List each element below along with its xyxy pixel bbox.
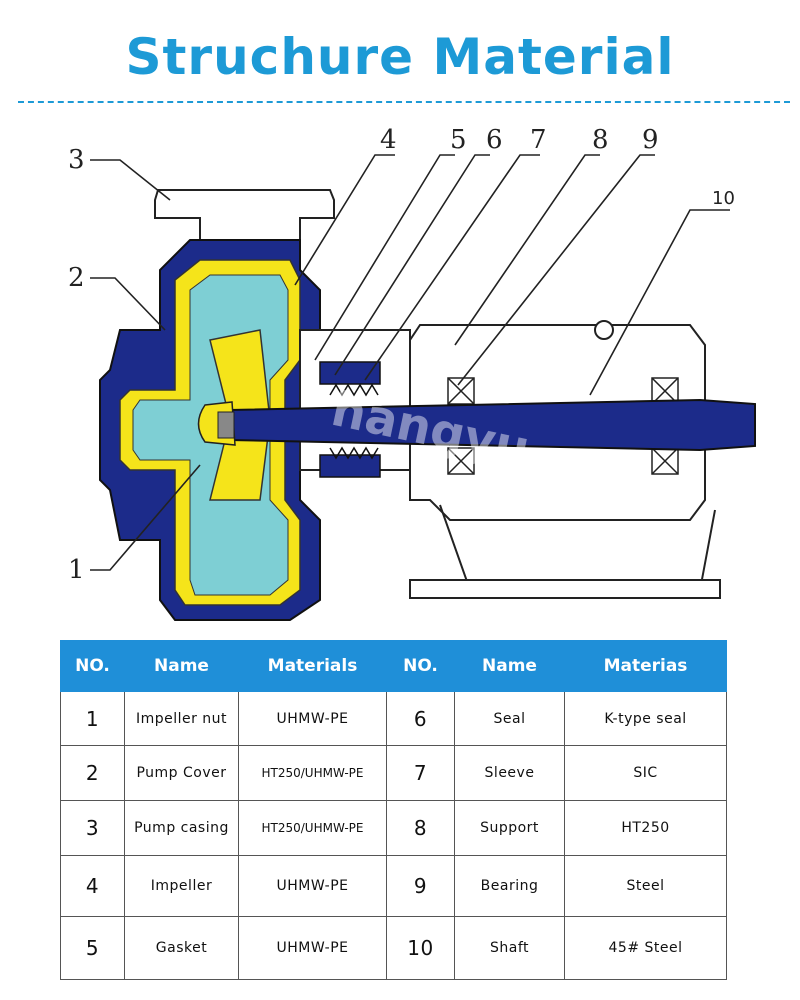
cell-name: Impeller [124, 855, 239, 917]
header-no: NO. [60, 640, 125, 692]
table-row: 2 Pump Cover HT250/UHMW-PE 7 Sleeve SIC [60, 745, 727, 801]
cell-no: 2 [60, 745, 125, 801]
callout-4: 4 [380, 125, 397, 155]
pump-structure-diagram: hangyu 1 2 3 4 5 6 7 8 9 10 [68, 125, 756, 621]
cell-material: 45# Steel [564, 916, 727, 980]
cell-name: Sleeve [454, 745, 565, 801]
header-no-2: NO. [386, 640, 455, 692]
header-materias: Materias [564, 640, 727, 692]
cell-no: 7 [386, 745, 455, 801]
cell-no: 8 [386, 800, 455, 856]
cell-name: Pump Cover [124, 745, 239, 801]
cell-no: 5 [60, 916, 125, 980]
cell-material: Steel [564, 855, 727, 917]
callout-5: 5 [450, 125, 467, 155]
callout-7: 7 [530, 125, 547, 155]
cell-name: Seal [454, 691, 565, 746]
cell-name: Bearing [454, 855, 565, 917]
callout-3: 3 [68, 145, 85, 175]
header-materials: Materials [238, 640, 387, 692]
cell-no: 4 [60, 855, 125, 917]
callout-2: 2 [68, 263, 85, 293]
bearing-left [447, 377, 475, 475]
cell-no: 10 [386, 916, 455, 980]
table-row: 4 Impeller UHMW-PE 9 Bearing Steel [60, 855, 727, 917]
title-divider [18, 101, 790, 103]
gasket [319, 361, 381, 385]
cell-name: Support [454, 800, 565, 856]
table-row: 3 Pump casing HT250/UHMW-PE 8 Support HT… [60, 800, 727, 856]
bearing-right [651, 377, 679, 475]
cell-material: HT250/UHMW-PE [238, 745, 387, 801]
callout-1: 1 [68, 555, 85, 585]
cell-no: 6 [386, 691, 455, 746]
cell-name: Pump casing [124, 800, 239, 856]
table-header-row: NO. Name Materials NO. Name Materias [60, 640, 727, 692]
cell-material: K-type seal [564, 691, 727, 746]
cell-no: 9 [386, 855, 455, 917]
cell-material: HT250 [564, 800, 727, 856]
materials-table: NO. Name Materials NO. Name Materias 1 I… [60, 640, 727, 980]
cell-material: UHMW-PE [238, 855, 387, 917]
table-row: 1 Impeller nut UHMW-PE 6 Seal K-type sea… [60, 691, 727, 746]
page-title: Struchure Material [125, 28, 675, 86]
header-name-2: Name [454, 640, 565, 692]
discharge-flange [154, 189, 335, 241]
table-row: 5 Gasket UHMW-PE 10 Shaft 45# Steel [60, 916, 727, 980]
callout-6: 6 [486, 125, 503, 155]
base-foot [409, 579, 721, 599]
cell-name: Gasket [124, 916, 239, 980]
cell-material: HT250/UHMW-PE [238, 800, 387, 856]
cell-material: UHMW-PE [238, 916, 387, 980]
cell-name: Impeller nut [124, 691, 239, 746]
cell-no: 1 [60, 691, 125, 746]
cell-name: Shaft [454, 916, 565, 980]
cell-no: 3 [60, 800, 125, 856]
header-name: Name [124, 640, 239, 692]
cell-material: SIC [564, 745, 727, 801]
oil-cap [594, 320, 614, 340]
callout-9: 9 [642, 125, 659, 155]
callout-10: 10 [712, 188, 735, 209]
cell-material: UHMW-PE [238, 691, 387, 746]
callout-8: 8 [592, 125, 609, 155]
seal-springs [329, 383, 379, 460]
